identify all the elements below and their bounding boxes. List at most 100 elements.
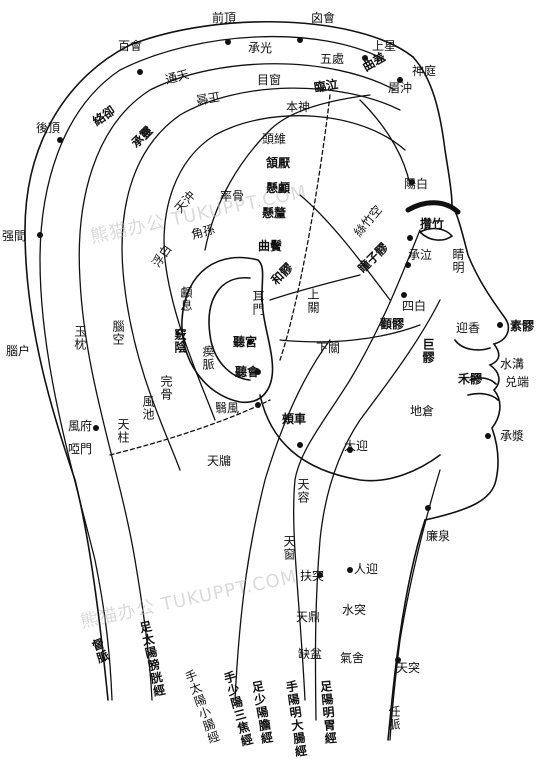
label-shuitu: 水突 xyxy=(342,603,367,617)
label-qiaoyin: 竅陰 xyxy=(173,328,187,354)
label-touwei: 頭維 xyxy=(262,132,287,146)
back-of-head xyxy=(24,20,414,701)
label-duiduan: 兑端 xyxy=(505,375,530,389)
label-jiache: 頰車 xyxy=(282,412,307,426)
meridian-sanjiao xyxy=(204,94,371,251)
label-shenting: 神庭 xyxy=(412,64,437,78)
label-houding: 後頂 xyxy=(36,121,61,135)
meridian-face-1 xyxy=(359,99,411,186)
label-jingming: 睛明 xyxy=(451,248,465,274)
meridian-dotted-2 xyxy=(109,399,271,456)
label-ermen: 耳門 xyxy=(251,290,265,316)
meridian-stomach xyxy=(292,229,421,701)
label-muchuang: 目窗 xyxy=(257,73,282,87)
label-chengguang: 承光 xyxy=(248,41,273,55)
point-dot xyxy=(297,442,303,448)
point-dot xyxy=(405,262,411,268)
label-futu: 扶突 xyxy=(300,569,325,583)
label-tinggong: 聽宮 xyxy=(233,335,258,349)
point-dot xyxy=(255,369,261,375)
meridian-smallint xyxy=(234,339,331,701)
label-xuanlu: 懸顱 xyxy=(266,181,291,195)
meridian-renmai xyxy=(389,469,441,741)
label-tinghui: 聽會 xyxy=(235,365,260,379)
label-sibai: 四白 xyxy=(402,299,427,313)
label-benshen: 本神 xyxy=(286,100,311,114)
label-tianchuang: 天窗 xyxy=(282,535,296,561)
nostril xyxy=(454,339,491,351)
label-wuchu: 五處 xyxy=(320,52,345,66)
point-dot xyxy=(225,39,231,45)
point-dot xyxy=(347,447,353,453)
label-quepen: 缺盆 xyxy=(298,647,323,661)
label-chengjiang: 承漿 xyxy=(500,429,525,443)
point-dot xyxy=(485,433,491,439)
point-dot xyxy=(247,339,253,345)
label-yingxiang: 迎香 xyxy=(456,321,481,335)
label-xinhui: 囟會 xyxy=(311,11,336,25)
point-dot xyxy=(317,572,323,578)
label-yamen: 啞門 xyxy=(68,442,93,456)
label-meichong: 眉沖 xyxy=(388,81,413,95)
label-shuaigu: 率骨 xyxy=(220,189,245,203)
label-chimai: 瘈脈 xyxy=(201,345,215,371)
meridian-face-3 xyxy=(269,274,361,301)
label-naohu: 腦户 xyxy=(6,344,31,358)
label-baihui: 百會 xyxy=(118,39,143,53)
label-lianquan: 廉泉 xyxy=(426,529,451,543)
label-fengchi: 風池 xyxy=(141,395,155,421)
label-wangu: 完骨 xyxy=(159,375,173,401)
label-fengfu: 風府 xyxy=(68,419,93,433)
label-quanliao: 顴髎 xyxy=(380,317,405,331)
label-daying: 大迎 xyxy=(344,439,369,453)
label-suliao: 素髎 xyxy=(510,319,535,333)
point-dot xyxy=(347,567,353,573)
label-shangxing: 上星 xyxy=(372,39,397,53)
label-zanzhu: 攢竹 xyxy=(420,217,445,231)
meridian-gall-1 xyxy=(121,87,401,471)
lips xyxy=(467,377,499,401)
label-qubin: 曲鬢 xyxy=(258,239,283,253)
face-profile xyxy=(412,56,510,521)
meridian-dotted xyxy=(279,94,331,361)
point-dot xyxy=(297,37,303,43)
label-juliao: 巨髎 xyxy=(421,338,435,364)
point-dot xyxy=(57,137,63,143)
meridian-face-2 xyxy=(299,194,391,301)
label-chengqi: 承泣 xyxy=(408,248,433,262)
label-shuigou: 水溝 xyxy=(500,357,525,371)
point-dot xyxy=(37,232,43,238)
label-tianzhu: 天柱 xyxy=(116,418,130,444)
point-dot xyxy=(137,69,143,75)
label-xuanli: 懸釐 xyxy=(262,206,287,220)
point-dot xyxy=(407,235,413,241)
point-dot xyxy=(397,77,403,83)
eye xyxy=(419,227,454,241)
neck-front xyxy=(387,519,426,741)
label-tianding: 天鼎 xyxy=(296,610,321,624)
label-naokong: 腦空 xyxy=(111,320,125,346)
point-dot xyxy=(93,425,99,431)
meridian-largeint xyxy=(314,299,441,721)
point-dot xyxy=(425,505,431,511)
jaw-line xyxy=(259,394,441,482)
label-qiangjian: 强間 xyxy=(2,229,27,243)
label-shangguan: 上關 xyxy=(306,288,320,314)
label-yangbai: 陽白 xyxy=(404,177,429,191)
label-tianrong: 天容 xyxy=(296,478,310,504)
label-yifeng: 翳風 xyxy=(215,401,240,415)
label-tianyou: 天牖 xyxy=(207,454,232,468)
meridian-face-4 xyxy=(279,324,421,343)
eyebrow xyxy=(405,200,461,215)
meridian-label-renmai: 任脈 xyxy=(387,705,401,731)
label-luxi: 顱息 xyxy=(179,286,193,312)
point-dot xyxy=(409,179,415,185)
point-dot xyxy=(395,657,401,663)
label-hanyan: 頷厭 xyxy=(266,156,291,170)
label-renying: 人迎 xyxy=(354,562,379,576)
label-qianding: 前頂 xyxy=(212,11,237,25)
point-dot xyxy=(497,322,503,328)
meridian-gall-2 xyxy=(163,115,406,421)
